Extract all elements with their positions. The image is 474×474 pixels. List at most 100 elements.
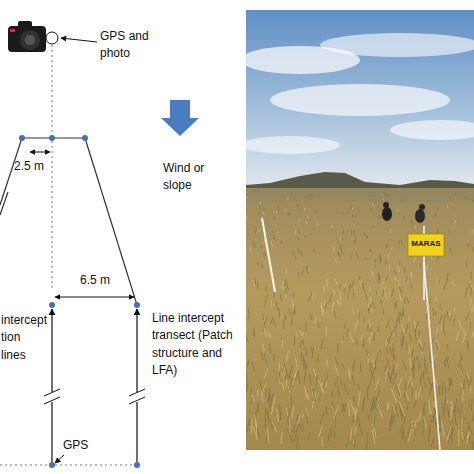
grass-texture <box>401 200 402 202</box>
grass-texture <box>470 287 472 295</box>
grass-texture <box>416 391 417 398</box>
grass-texture <box>302 336 304 346</box>
grass-texture <box>368 380 371 390</box>
grass-texture <box>374 333 375 341</box>
grass-texture <box>283 320 284 328</box>
grass-texture <box>285 293 286 299</box>
grass-texture <box>406 342 407 350</box>
grass-texture <box>386 243 388 248</box>
grass-texture <box>327 279 328 286</box>
grass-texture <box>460 404 463 420</box>
grass-texture <box>259 378 262 392</box>
grass-texture <box>247 359 249 367</box>
grass-texture <box>399 241 400 244</box>
grass-texture <box>402 325 405 333</box>
grass-texture <box>414 401 417 409</box>
grass-texture <box>320 412 324 424</box>
grass-texture <box>317 222 318 225</box>
grass-texture <box>253 328 255 336</box>
grass-texture <box>258 228 259 232</box>
grass-texture <box>332 302 334 311</box>
transect-line <box>51 309 52 462</box>
grass-texture <box>272 230 273 233</box>
grass-texture <box>307 216 308 219</box>
grass-texture <box>436 339 439 349</box>
grass-texture <box>335 278 337 285</box>
grass-texture <box>351 282 353 288</box>
grass-texture <box>460 387 463 395</box>
grass-texture <box>344 324 345 329</box>
grass-texture <box>435 213 436 217</box>
grass-texture <box>273 354 275 361</box>
grass-texture <box>398 265 400 272</box>
grass-texture <box>408 316 410 321</box>
grass-texture <box>369 337 370 343</box>
grass-texture <box>370 363 372 372</box>
grass-texture <box>419 338 423 349</box>
grass-texture <box>448 411 450 418</box>
grass-texture <box>273 235 275 240</box>
grass-texture <box>310 313 312 320</box>
grass-texture <box>467 433 470 444</box>
grass-texture <box>306 266 309 273</box>
grass-texture <box>352 214 353 217</box>
grass-texture <box>399 286 401 293</box>
grass-texture <box>261 352 262 360</box>
grass-texture <box>386 194 387 196</box>
grass-texture <box>446 273 448 280</box>
grass-texture <box>411 220 412 224</box>
grass-texture <box>458 429 460 446</box>
grass-texture <box>412 388 413 398</box>
grass-texture <box>455 220 456 224</box>
grass-texture <box>372 357 375 367</box>
grass-texture <box>360 363 362 373</box>
grass-texture <box>353 396 355 406</box>
grass-texture <box>372 203 374 206</box>
grass-texture <box>311 292 312 296</box>
grass-texture <box>467 340 469 351</box>
grass-texture <box>373 225 374 228</box>
grass-texture <box>370 331 372 340</box>
grass-texture <box>271 407 274 415</box>
grass-texture <box>319 392 322 402</box>
grass-texture <box>271 319 273 324</box>
grass-texture <box>444 315 446 324</box>
annotation-label: GPS and photo <box>100 28 152 63</box>
grass-texture <box>407 402 408 410</box>
grass-texture <box>352 306 354 314</box>
grass-texture <box>399 404 403 417</box>
grass-texture <box>305 386 307 399</box>
grass-texture <box>400 312 401 318</box>
grass-texture <box>302 270 304 275</box>
grass-texture <box>296 332 298 337</box>
grass-texture <box>267 410 269 422</box>
grass-texture <box>326 360 327 366</box>
grass-texture <box>246 196 248 198</box>
grass-texture <box>350 206 351 209</box>
grass-texture <box>453 319 454 326</box>
grass-texture <box>345 283 347 289</box>
grass-texture <box>255 277 256 284</box>
grass-texture <box>447 206 448 209</box>
grass-texture <box>246 420 249 434</box>
grass-texture <box>340 379 342 385</box>
grass-texture <box>344 383 348 395</box>
grass-texture <box>298 219 299 223</box>
grass-texture <box>333 290 335 295</box>
grass-texture <box>419 343 420 349</box>
grass-texture <box>386 275 388 281</box>
grass-texture <box>447 404 449 419</box>
grass-texture <box>289 213 291 216</box>
grass-texture <box>339 244 341 249</box>
grass-texture <box>399 378 401 385</box>
grass-texture <box>424 415 427 428</box>
annotation-label: intercept tion lines <box>1 312 47 364</box>
grass-texture <box>378 403 383 419</box>
grass-texture <box>461 419 463 430</box>
grass-texture <box>468 243 469 247</box>
grass-texture <box>266 359 268 366</box>
grass-texture <box>276 211 278 214</box>
grass-texture <box>396 385 400 396</box>
grass-texture <box>395 327 396 337</box>
